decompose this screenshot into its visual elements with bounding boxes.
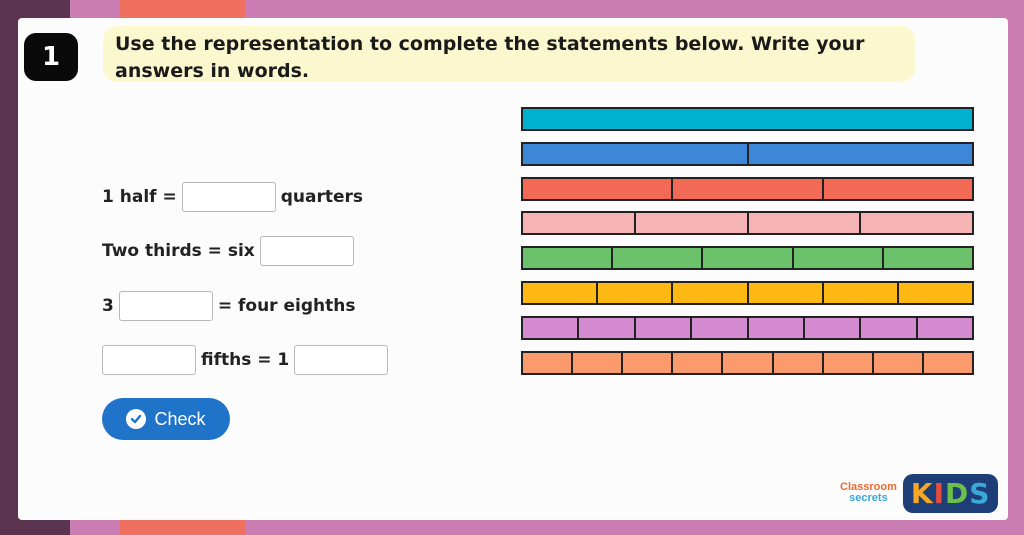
fraction-bar-segment — [861, 318, 918, 338]
check-button[interactable]: Check — [102, 398, 230, 440]
question-number-badge: 1 — [24, 33, 78, 81]
fraction-bar-segment — [749, 318, 805, 338]
fraction-bar-9-parts — [521, 351, 974, 375]
fraction-bar-segment — [805, 318, 862, 338]
fraction-bar-segment — [673, 283, 749, 303]
fraction-bar-2-parts — [521, 142, 974, 166]
check-circle-icon — [126, 409, 147, 429]
statement-4-answer-input-1[interactable] — [102, 345, 196, 375]
fraction-bar-segment — [523, 248, 614, 268]
fraction-bar-8-parts — [521, 316, 974, 340]
fraction-bar-segment — [523, 318, 580, 338]
fraction-bar-segment — [749, 213, 862, 233]
fraction-bar-4-parts — [521, 211, 974, 235]
fraction-bar-segment — [523, 213, 636, 233]
fraction-bar-segment — [573, 353, 624, 373]
fraction-bar-segment — [636, 213, 749, 233]
fraction-bar-5-parts — [521, 246, 974, 270]
fraction-bar-3-parts — [521, 177, 974, 201]
fraction-bar-segment — [623, 353, 674, 373]
fraction-bar-segment — [673, 353, 724, 373]
fraction-bar-segment — [824, 179, 972, 199]
fraction-bar-segment — [824, 283, 899, 303]
fraction-bar-segment — [523, 144, 749, 164]
instruction-text: Use the representation to complete the s… — [103, 26, 915, 82]
statement-3-suffix: = four eighths — [217, 296, 356, 316]
statement-2-answer-input[interactable] — [259, 236, 354, 266]
statement-1-suffix: quarters — [280, 187, 364, 207]
statement-1-answer-input[interactable] — [181, 182, 276, 212]
statement-4-middle: fifths = 1 — [201, 350, 290, 370]
fraction-bar-segment — [899, 283, 972, 303]
fraction-bar-segment — [523, 283, 599, 303]
fraction-bar-1-parts — [521, 107, 974, 131]
fraction-bar-segment — [598, 283, 674, 303]
statement-2-prefix: Two thirds = six — [102, 241, 255, 261]
statement-3: 3 = four eighths — [102, 289, 355, 323]
fraction-bar-segment — [794, 248, 884, 268]
statement-3-answer-input[interactable] — [118, 291, 213, 321]
fraction-bar-segment — [924, 353, 972, 373]
fraction-bar-segment — [861, 213, 972, 233]
statement-2: Two thirds = six — [102, 234, 354, 268]
kids-logo: KIDS — [902, 473, 999, 513]
statement-4: fifths = 1 — [102, 343, 389, 377]
fraction-bar-6-parts — [521, 281, 974, 305]
fraction-bar-segment — [723, 353, 774, 373]
fraction-bar-segment — [523, 179, 674, 199]
statement-1: 1 half = quarters — [102, 180, 363, 214]
fraction-bar-segment — [749, 283, 824, 303]
statement-3-prefix: 3 — [102, 296, 114, 316]
fraction-bar-segment — [918, 318, 972, 338]
fraction-bar-segment — [613, 248, 704, 268]
fraction-bar-segment — [673, 179, 824, 199]
fraction-bar-segment — [749, 144, 973, 164]
fraction-bar-segment — [703, 248, 794, 268]
fraction-bar-segment — [523, 109, 972, 129]
classroom-secrets-kids-logo: Classroom secrets KIDS — [840, 470, 999, 516]
check-button-label: Check — [154, 408, 206, 429]
fraction-bar-segment — [523, 353, 574, 373]
statement-1-prefix: 1 half = — [102, 187, 177, 207]
classroom-secrets-wordmark: Classroom secrets — [840, 481, 897, 504]
fraction-bar-segment — [774, 353, 824, 373]
fraction-bar-segment — [824, 353, 874, 373]
fraction-bar-segment — [884, 248, 972, 268]
statement-4-answer-input-2[interactable] — [294, 345, 389, 375]
fraction-bar-segment — [636, 318, 693, 338]
fraction-bar-segment — [692, 318, 749, 338]
fraction-bar-segment — [579, 318, 636, 338]
fraction-bar-segment — [874, 353, 924, 373]
